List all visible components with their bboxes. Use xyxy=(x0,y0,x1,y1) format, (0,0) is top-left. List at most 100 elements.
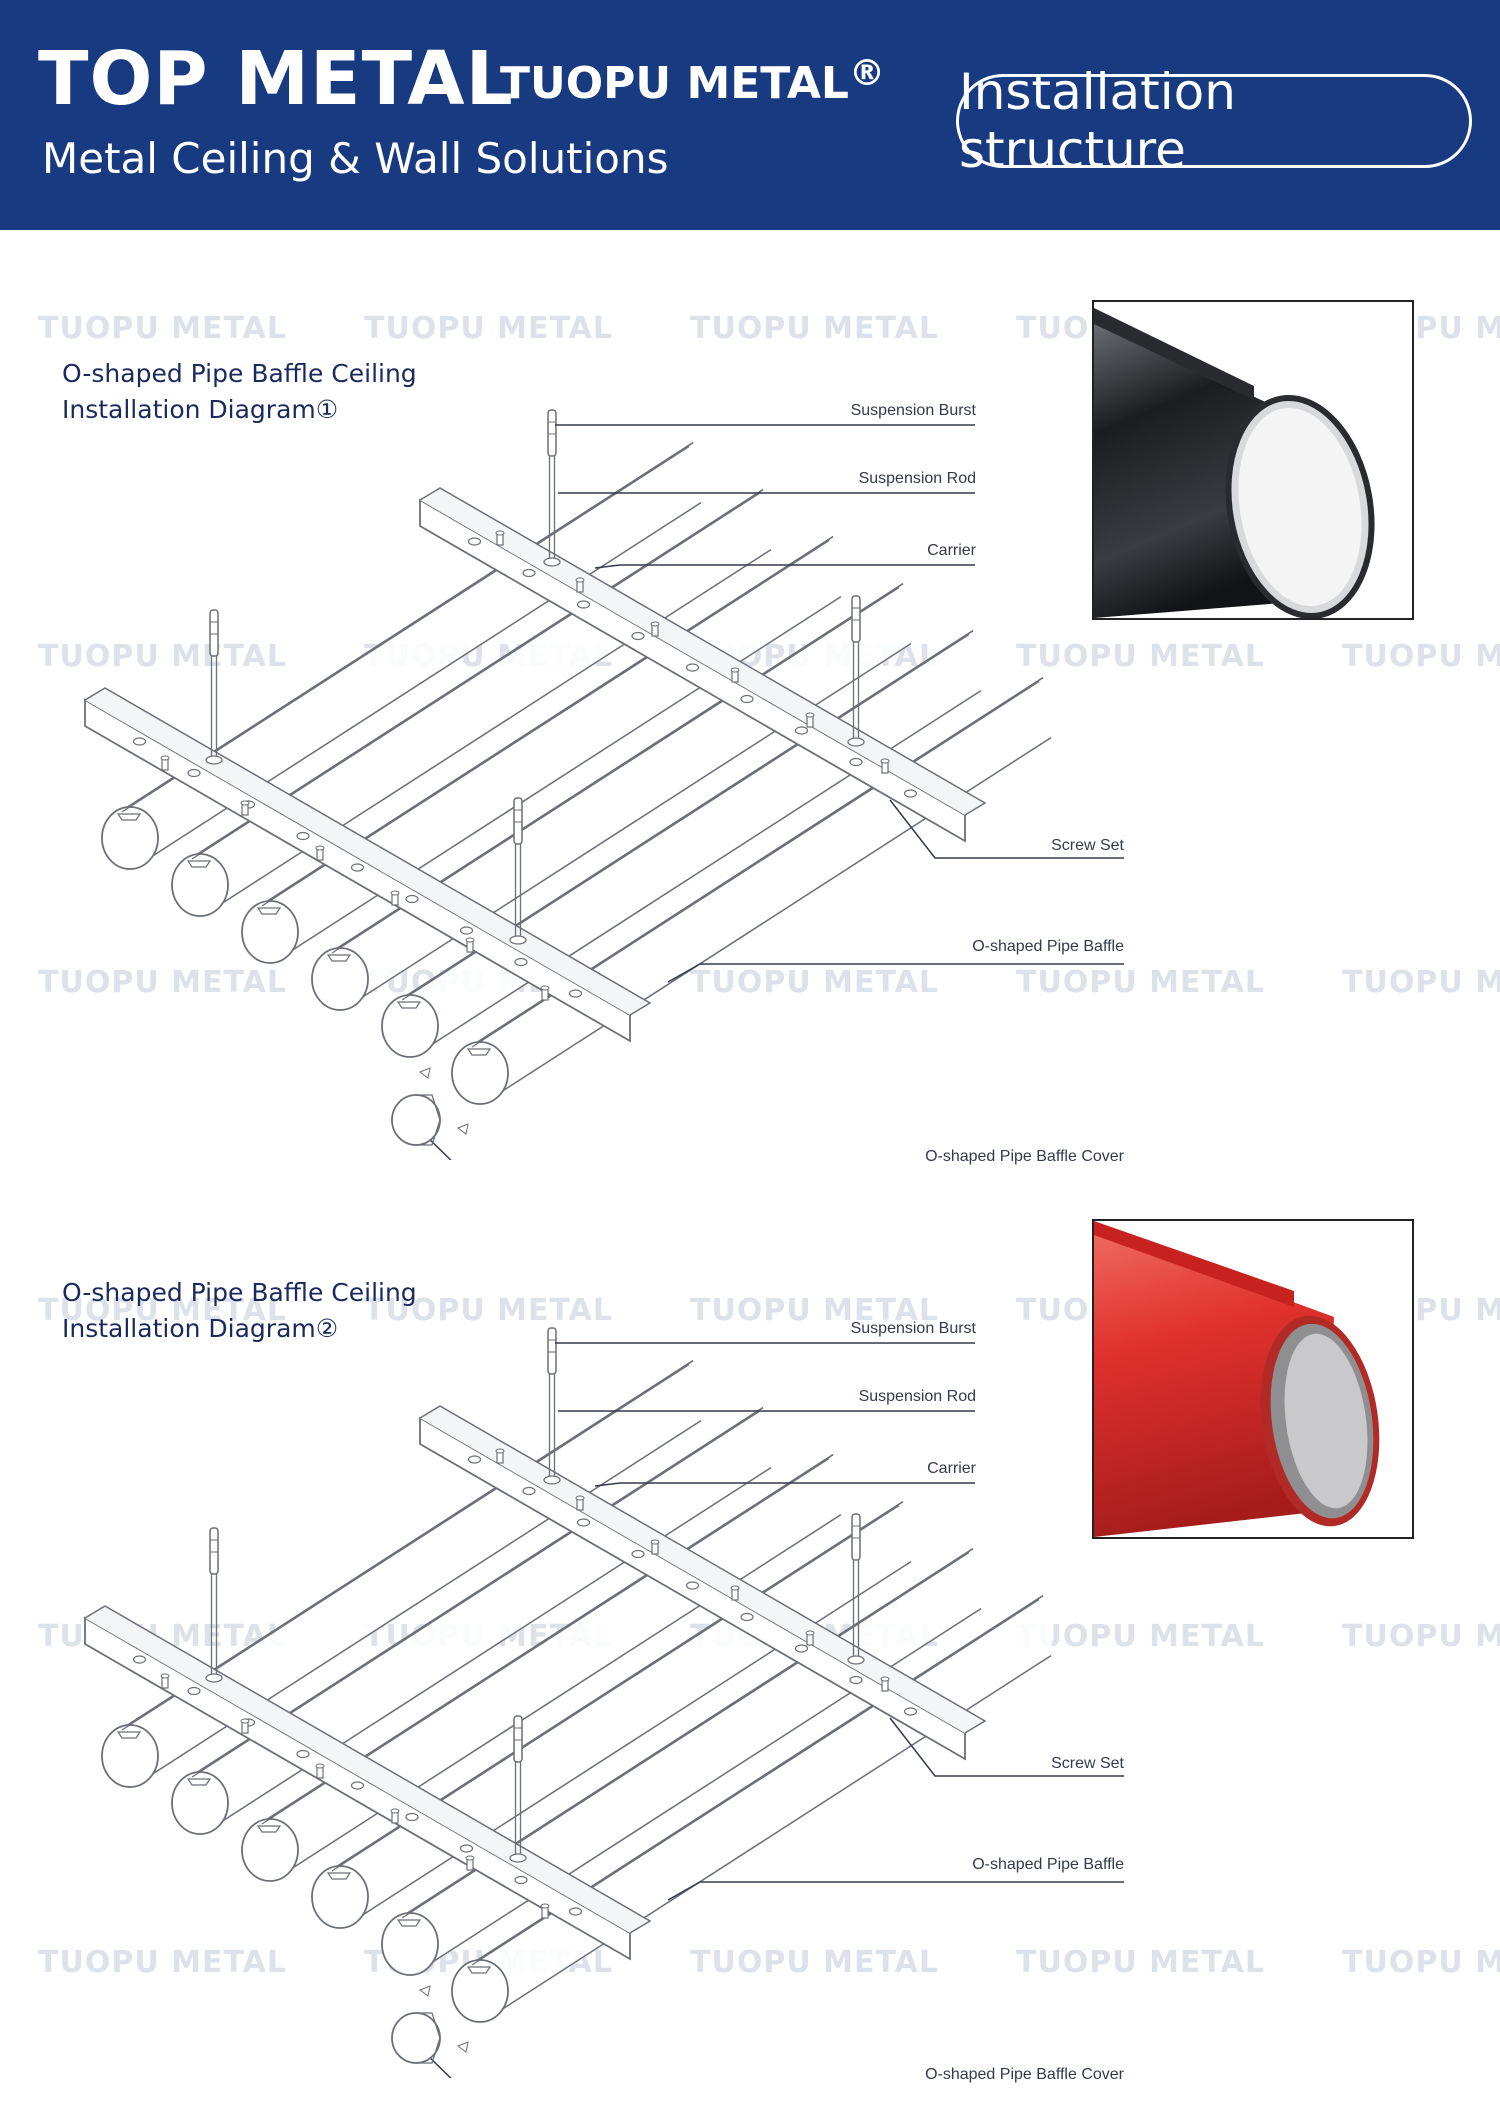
pipe-baffle-slot xyxy=(326,1872,352,1880)
label-carrier: Carrier xyxy=(927,1460,976,1477)
watermark: TUOPU M xyxy=(1342,1619,1500,1654)
carrier-top-flange xyxy=(84,687,652,1016)
pipe-baffle-slot xyxy=(116,813,142,821)
pipe-baffle-cover-rim xyxy=(416,2012,441,2064)
suspension-burst xyxy=(209,609,219,657)
suspension-burst xyxy=(513,1715,523,1763)
suspension-burst-rings xyxy=(210,1539,218,1553)
rod-nut xyxy=(847,737,865,747)
watermark: TUOPU METAL xyxy=(690,311,939,346)
carrier-hole xyxy=(631,631,645,641)
suspension-rod xyxy=(210,656,218,760)
screw-head xyxy=(730,667,740,673)
screw-head xyxy=(650,1539,660,1545)
carrier-hole xyxy=(740,1612,754,1622)
leader-pipe-baffle xyxy=(667,1881,1124,1901)
suspension-burst xyxy=(851,595,861,643)
suspension-burst-rings xyxy=(852,1525,860,1539)
screw-head xyxy=(495,1448,505,1454)
pipe-baffle-slot xyxy=(466,1048,492,1056)
pipe-baffle-slot xyxy=(466,1966,492,1974)
carrier-hole xyxy=(467,1455,482,1464)
screw-head xyxy=(805,712,815,718)
leader-screw-set xyxy=(889,799,1124,859)
carrier-hole xyxy=(576,1518,591,1527)
rod-nut xyxy=(543,1475,561,1485)
pipe-baffle-slot xyxy=(396,1001,422,1009)
pipe-baffle-cover xyxy=(391,1094,441,1146)
label-carrier: Carrier xyxy=(927,542,976,559)
screw-head xyxy=(240,1718,250,1724)
label-suspension-rod: Suspension Rod xyxy=(858,1388,976,1405)
registered-mark: ® xyxy=(848,53,885,94)
carrier-hole xyxy=(849,757,863,767)
pipe-baffle-slot xyxy=(256,1825,282,1833)
leader-pipe-baffle xyxy=(667,963,1124,983)
watermark: TUOPU M xyxy=(1342,639,1500,674)
carrier-hole xyxy=(740,694,754,704)
screw-head xyxy=(465,1855,475,1861)
screw-head xyxy=(240,800,250,806)
watermark: TUOPU METAL xyxy=(364,1293,613,1328)
screw-head xyxy=(805,1630,815,1636)
carrier-hole xyxy=(405,1812,419,1822)
screw-head xyxy=(315,1763,325,1769)
pipe-baffle-edge xyxy=(195,488,772,916)
carrier-hole xyxy=(350,863,365,872)
pipe-baffle-body xyxy=(130,442,703,868)
diagram-1-drawing xyxy=(84,409,1124,1175)
suspension-burst xyxy=(851,1513,861,1561)
screw-head xyxy=(160,1673,170,1679)
carrier-hole xyxy=(459,926,474,935)
pipe-baffle-slot xyxy=(116,1731,142,1739)
installation-diagram-1: Suspension Burst Suspension Rod Carrier … xyxy=(0,300,1500,1175)
diagram-2-title: O-shaped Pipe Baffle Ceiling Installatio… xyxy=(62,1275,417,1347)
watermark: TUOPU METAL xyxy=(1016,965,1265,1000)
rod-nut xyxy=(205,755,223,765)
product-photo-black-pipe xyxy=(1092,300,1414,620)
leader-carrier xyxy=(594,564,975,569)
carrier-top-flange xyxy=(419,487,987,816)
cover-clips xyxy=(418,1985,469,2053)
watermark: TUOPU METAL xyxy=(38,965,287,1000)
tagline: Metal Ceiling & Wall Solutions xyxy=(42,134,669,183)
carrier-hole xyxy=(296,1749,310,1759)
leader-screw-set xyxy=(889,1717,1124,1777)
carrier-hole xyxy=(405,894,419,904)
label-pipe-baffle-cover: O-shaped Pipe Baffle Cover xyxy=(925,1148,1124,1165)
screw-head xyxy=(315,845,325,851)
pipe-baffle-slot xyxy=(396,1919,422,1927)
suspension-rod xyxy=(548,1374,556,1480)
carrier-hole xyxy=(187,1686,201,1696)
watermark: TUOPU METAL xyxy=(38,311,287,346)
pipe-baffle-slot xyxy=(256,907,282,915)
rod-nut xyxy=(509,935,527,945)
suspension-burst-rings xyxy=(514,1727,522,1741)
carrier-hole xyxy=(568,1907,583,1916)
suspension-rod xyxy=(852,1560,860,1660)
leader-carrier xyxy=(594,1482,975,1487)
pipe-baffle-body xyxy=(130,1360,703,1786)
suspension-burst xyxy=(547,1327,557,1375)
suspension-burst-rings xyxy=(210,621,218,635)
pipe-baffle-cover xyxy=(391,2012,441,2064)
watermark: TUOPU METAL xyxy=(690,965,939,1000)
watermark: TUOPU METAL xyxy=(38,1945,287,1980)
carrier-hole xyxy=(685,1581,700,1590)
carrier-hole xyxy=(903,789,918,798)
carrier-hole xyxy=(685,663,700,672)
watermark: TUOPU METAL xyxy=(1016,1945,1265,1980)
label-screw-set: Screw Set xyxy=(1051,837,1124,854)
watermark: TUOPU METAL xyxy=(690,1945,939,1980)
screw-head xyxy=(730,1585,740,1591)
carrier-hole xyxy=(522,1486,536,1496)
suspension-rod xyxy=(514,844,522,940)
screw-head xyxy=(160,755,170,761)
watermark: TUOPU M xyxy=(1342,1945,1500,1980)
pipe-baffle-cover-rim xyxy=(416,1094,441,1146)
rod-nut xyxy=(543,557,561,567)
pipe-baffle-slot xyxy=(186,1778,212,1786)
diagram-1-title: O-shaped Pipe Baffle Ceiling Installatio… xyxy=(62,356,417,428)
screw-head xyxy=(495,530,505,536)
carrier-hole xyxy=(794,1644,809,1653)
